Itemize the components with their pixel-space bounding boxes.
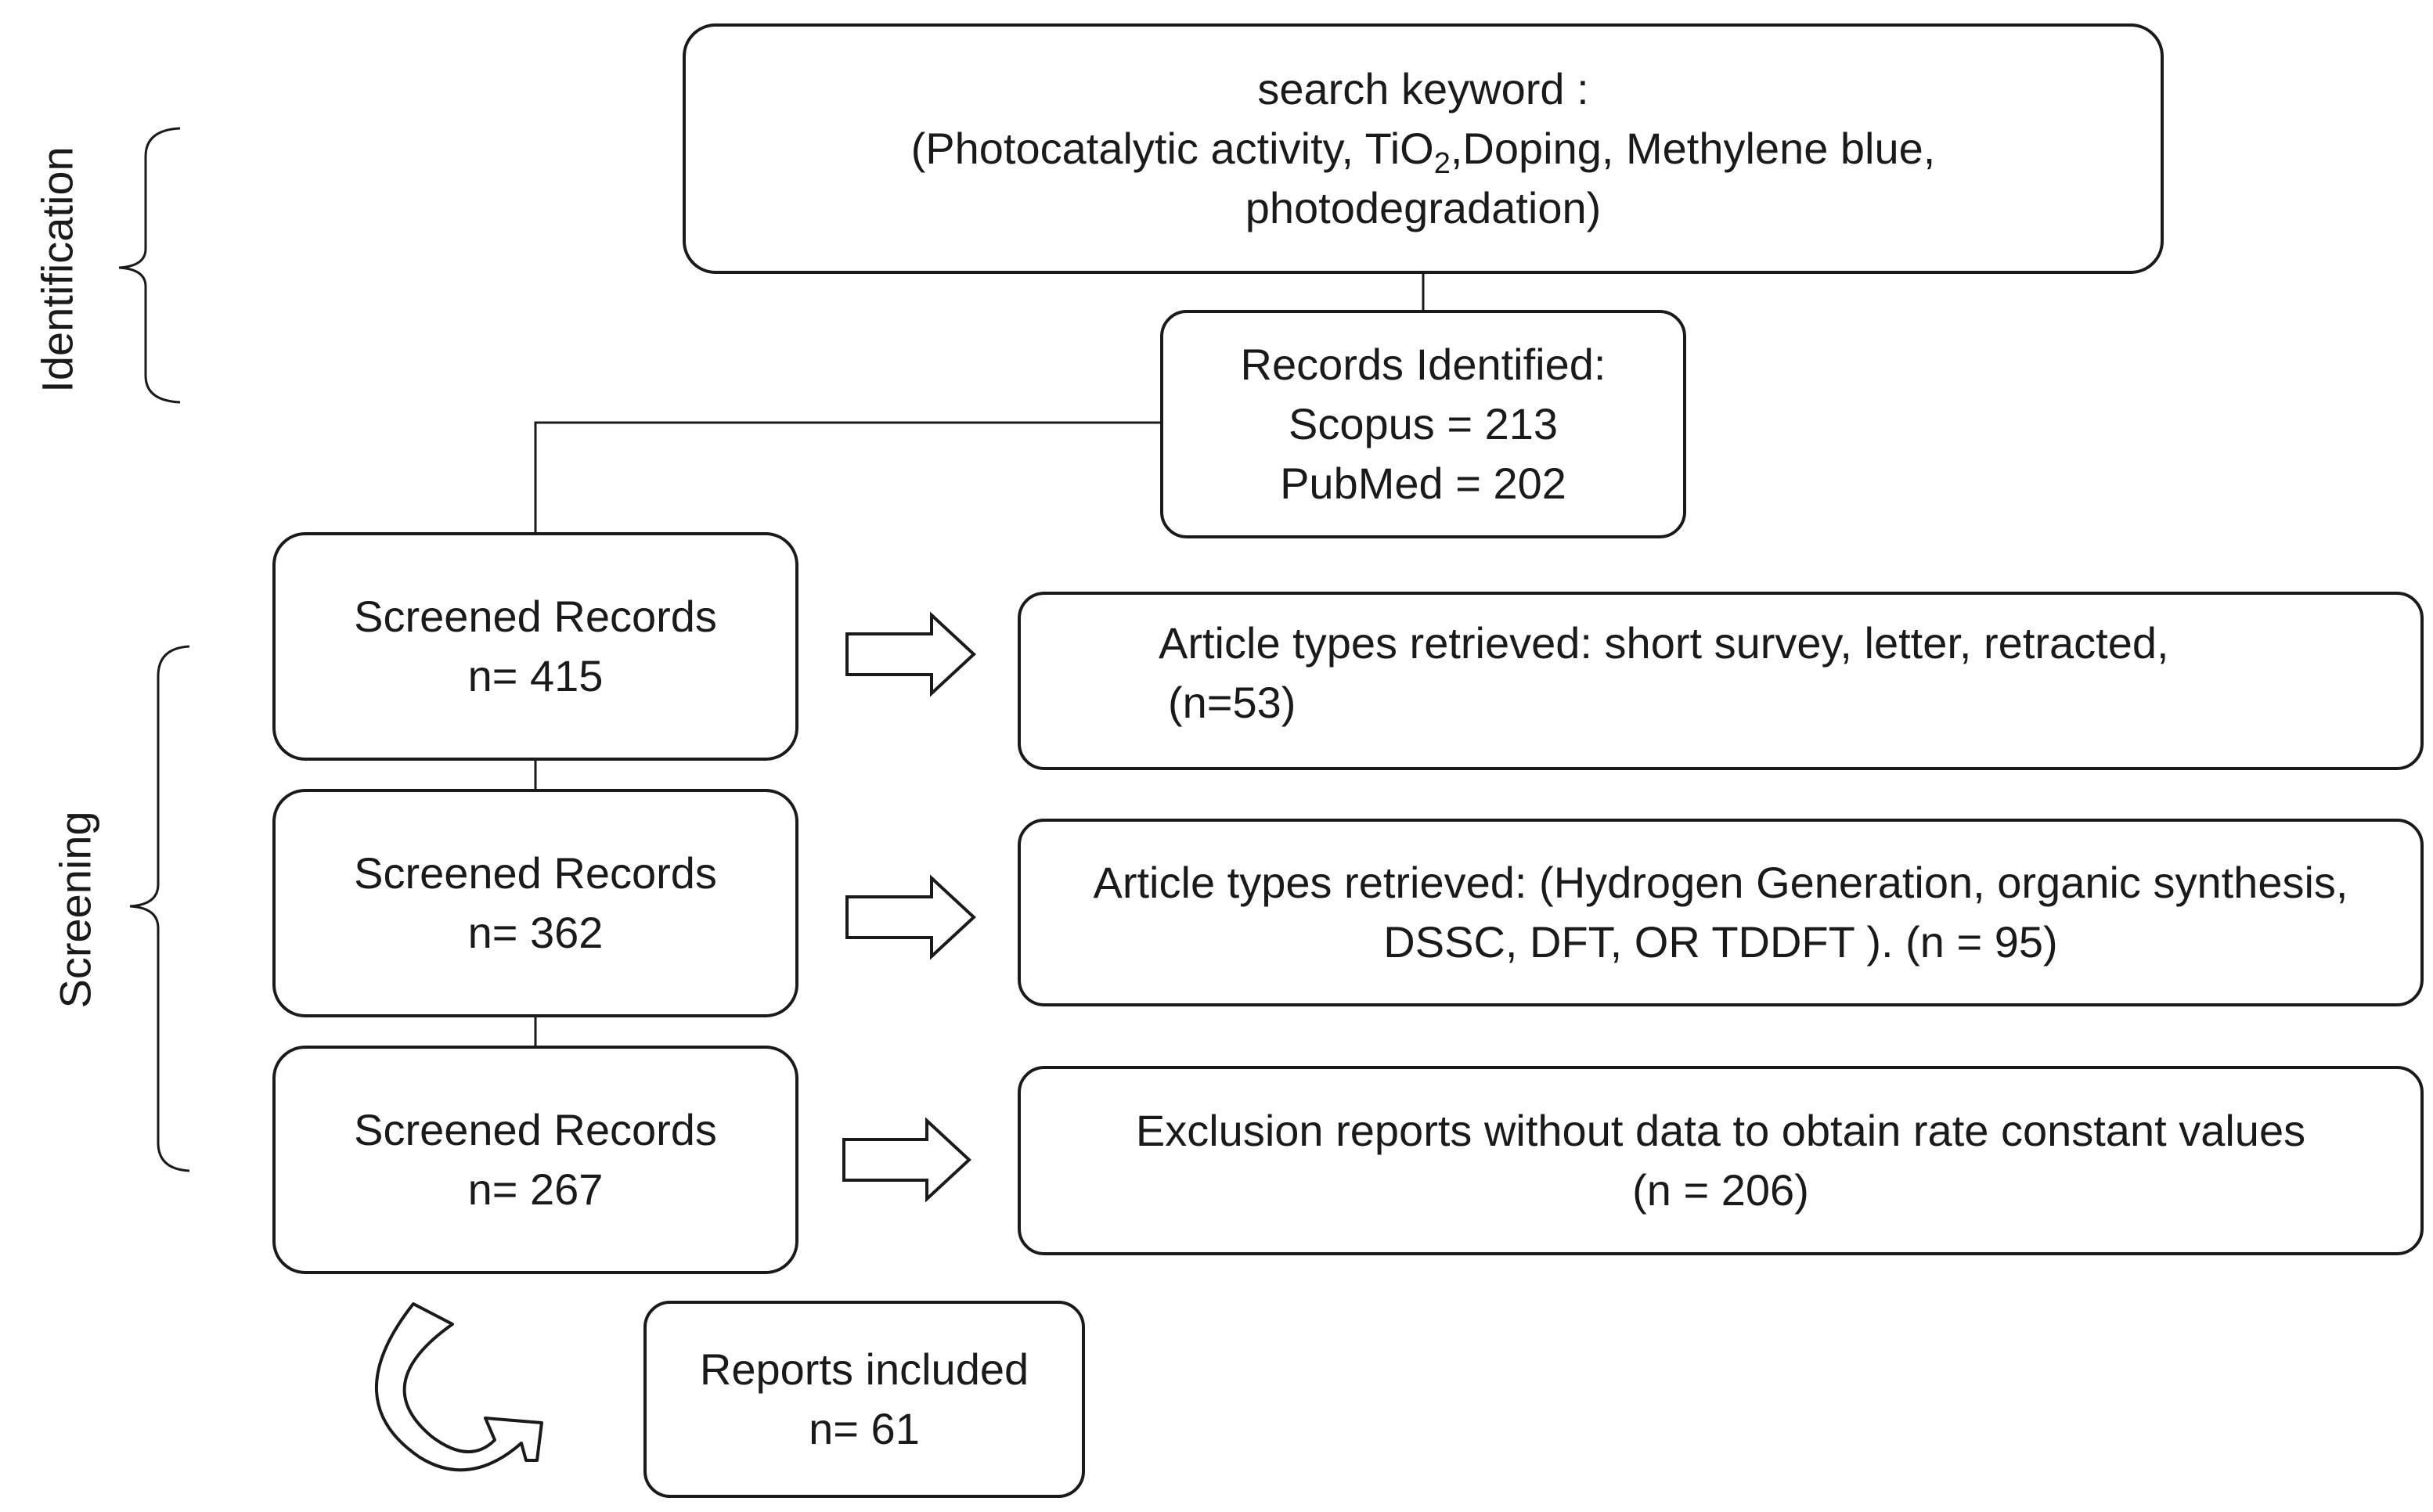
screened-records-label: Screened Records xyxy=(354,848,717,898)
curved-arrow-included xyxy=(374,1302,543,1472)
records-identified-box: Records Identified: Scopus = 213 PubMed … xyxy=(1160,310,1686,538)
exclusion-count: (n = 206) xyxy=(1632,1165,1809,1215)
connector-identified-screened xyxy=(534,421,1160,532)
search-title: search keyword : xyxy=(1257,64,1589,113)
stage-label-identification: Identification xyxy=(32,146,82,393)
exclusion-box-2: Article types retrieved: (Hydrogen Gener… xyxy=(1018,819,2424,1006)
exclusion-count: (n=53) xyxy=(1168,678,1296,727)
reports-included-label: Reports included xyxy=(699,1345,1029,1394)
reports-included-box: Reports included n= 61 xyxy=(643,1301,1085,1498)
stage-label-screening: Screening xyxy=(50,811,100,1009)
screened-records-box-3: Screened Records n= 267 xyxy=(272,1046,798,1274)
screened-records-label: Screened Records xyxy=(354,1105,717,1154)
screened-records-count: n= 362 xyxy=(467,908,604,957)
screened-records-box-1: Screened Records n= 415 xyxy=(272,532,798,761)
records-pubmed-count: PubMed = 202 xyxy=(1280,459,1566,508)
search-keyword-box: search keyword : (Photocatalytic activit… xyxy=(683,23,2164,274)
records-scopus-count: Scopus = 213 xyxy=(1288,399,1559,448)
screening-bracket xyxy=(129,645,190,1172)
search-keywords-continued: photodegradation) xyxy=(1245,183,1602,232)
exclusion-arrow-1 xyxy=(845,611,976,697)
exclusion-arrow-2 xyxy=(845,874,976,960)
screened-records-count: n= 267 xyxy=(467,1165,604,1214)
records-identified-title: Records Identified: xyxy=(1240,340,1606,389)
exclusion-description: Article types retrieved: short survey, l… xyxy=(1159,618,2169,668)
exclusion-description: Exclusion reports without data to obtain… xyxy=(1135,1106,2306,1155)
identification-bracket xyxy=(118,127,181,404)
reports-included-count: n= 61 xyxy=(809,1404,920,1453)
screened-records-box-2: Screened Records n= 362 xyxy=(272,789,798,1017)
exclusion-count: DSSC, DFT, OR TDDFT ). (n = 95) xyxy=(1383,917,2058,967)
exclusion-arrow-3 xyxy=(842,1117,971,1203)
screened-records-count: n= 415 xyxy=(467,651,604,700)
exclusion-box-1: Article types retrieved: short survey, l… xyxy=(1018,592,2424,770)
search-keywords: (Photocatalytic activity, TiO2,Doping, M… xyxy=(910,124,1936,181)
exclusion-box-3: Exclusion reports without data to obtain… xyxy=(1018,1066,2424,1255)
screened-records-label: Screened Records xyxy=(354,592,717,641)
exclusion-description: Article types retrieved: (Hydrogen Gener… xyxy=(1093,858,2348,907)
